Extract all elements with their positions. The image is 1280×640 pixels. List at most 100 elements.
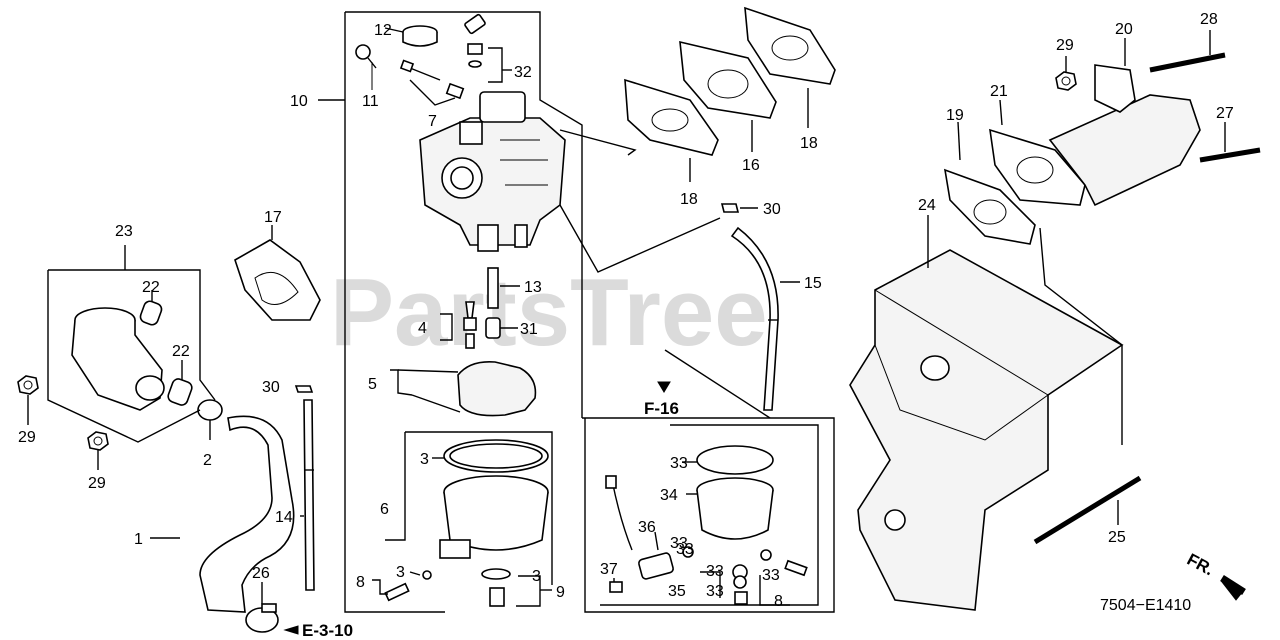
callout-9: 9 (556, 584, 565, 601)
callout-17: 17 (264, 209, 282, 226)
reference-f16: F-16 (644, 399, 679, 418)
fuel-hose-14 (303, 399, 315, 591)
solenoid-36 (605, 475, 674, 580)
callout-36: 36 (638, 519, 656, 536)
float-valve-4 (463, 301, 477, 349)
callout-16: 16 (742, 157, 760, 174)
f16-arrow (657, 381, 671, 393)
callout-33-stack-b: 33 (706, 583, 724, 600)
callout-13: 13 (524, 279, 542, 296)
callout-33-washer: 33 (676, 541, 694, 558)
callout-22-lower: 22 (172, 343, 190, 360)
washers-33 (682, 546, 808, 605)
callout-28: 28 (1200, 11, 1218, 28)
callout-22-upper: 22 (142, 279, 160, 296)
gasket-18-lower (624, 78, 719, 156)
gasket-3 (443, 439, 549, 473)
drain-screw-8 (384, 570, 432, 602)
callout-8-right: 8 (774, 593, 783, 610)
callout-32: 32 (514, 64, 532, 81)
float-chamber (439, 475, 549, 559)
callout-3-gasket: 3 (420, 451, 429, 468)
breather-tube-15 (730, 226, 779, 411)
callout-34: 34 (660, 487, 678, 504)
callout-6: 6 (380, 501, 389, 518)
watermark-text: PartsTree (330, 259, 768, 366)
manifold-flange-20 (1094, 64, 1136, 113)
group-box-elbow-lower (47, 270, 201, 443)
screw-11 (355, 44, 377, 69)
callout-8-left: 8 (356, 574, 365, 591)
gasket-19 (943, 168, 1036, 245)
callout-7: 7 (428, 113, 437, 130)
leader-f16 (664, 349, 771, 419)
spacer-22-lower (167, 378, 193, 406)
callout-33-right: 33 (762, 567, 780, 584)
group-box-f16-inner (600, 424, 819, 606)
callout-33-ring: 33 (670, 455, 688, 472)
intake-manifold-21 (989, 94, 1201, 207)
callout-4: 4 (418, 320, 427, 337)
group-box-left-edge (344, 12, 445, 613)
gasket-17 (234, 239, 321, 321)
callout-33-mid: 33 (670, 535, 688, 552)
callout-14: 14 (275, 509, 293, 526)
hose-1 (199, 415, 295, 613)
group-box-f16 (582, 417, 835, 613)
tube-13 (487, 267, 499, 309)
callout-3-washer: 3 (396, 564, 405, 581)
float-5 (411, 360, 537, 417)
clamp-26 (245, 603, 279, 633)
callout-11: 11 (362, 93, 379, 110)
e310-arrow (283, 625, 299, 635)
group-box-elbow (48, 269, 216, 401)
air-elbow-23 (71, 307, 165, 411)
callout-10: 10 (290, 93, 308, 110)
group-box-carburetor (345, 11, 583, 418)
stud-25 (1033, 475, 1142, 545)
vent-parts-32 (464, 13, 486, 68)
callout-21: 21 (990, 83, 1008, 100)
callout-18-upper: 18 (800, 135, 818, 152)
callout-25: 25 (1108, 529, 1126, 546)
callout-2: 2 (203, 452, 212, 469)
callout-3-drain: 3 (532, 568, 541, 585)
callout-1: 1 (134, 531, 143, 548)
callout-30-left: 30 (262, 379, 280, 396)
spacer-22-upper (139, 300, 163, 326)
gasket-18-upper (744, 6, 836, 85)
callout-29-left: 29 (18, 429, 36, 446)
carburetor-body (419, 91, 566, 252)
callout-26: 26 (252, 565, 270, 582)
clamp-2 (197, 399, 223, 421)
callout-29-bottom: 29 (88, 475, 106, 492)
stud-27 (1199, 147, 1261, 163)
callout-27: 27 (1216, 105, 1234, 122)
diagram-code: 7504−E1410 (1100, 597, 1191, 614)
drain-bolt-9 (481, 568, 511, 607)
nut-29-bottom (87, 431, 109, 451)
callout-18-lower: 18 (680, 191, 698, 208)
clip-30-left (294, 385, 314, 393)
callout-33-stack-a: 33 (706, 563, 724, 580)
pilot-screw-7 (399, 59, 465, 100)
front-arrow (1220, 575, 1246, 601)
main-jet-31 (485, 317, 501, 339)
cap-12 (402, 25, 438, 47)
leader-carb-to-gasket (559, 129, 637, 156)
nut-29-left (17, 375, 39, 395)
callout-37: 37 (600, 561, 618, 578)
leader-manifold-to-guard (1039, 227, 1123, 445)
callout-35: 35 (668, 583, 686, 600)
callout-12: 12 (374, 22, 392, 39)
callout-19: 19 (946, 107, 964, 124)
group-box-float-chamber (405, 431, 553, 585)
callout-30-right: 30 (763, 201, 781, 218)
callout-31: 31 (520, 321, 538, 338)
float-chamber-34 (696, 445, 774, 540)
screw-37 (609, 581, 623, 593)
clip-30-right (720, 203, 740, 213)
leader-carb-to-breather (559, 204, 721, 273)
group-box-float-left (385, 432, 406, 541)
